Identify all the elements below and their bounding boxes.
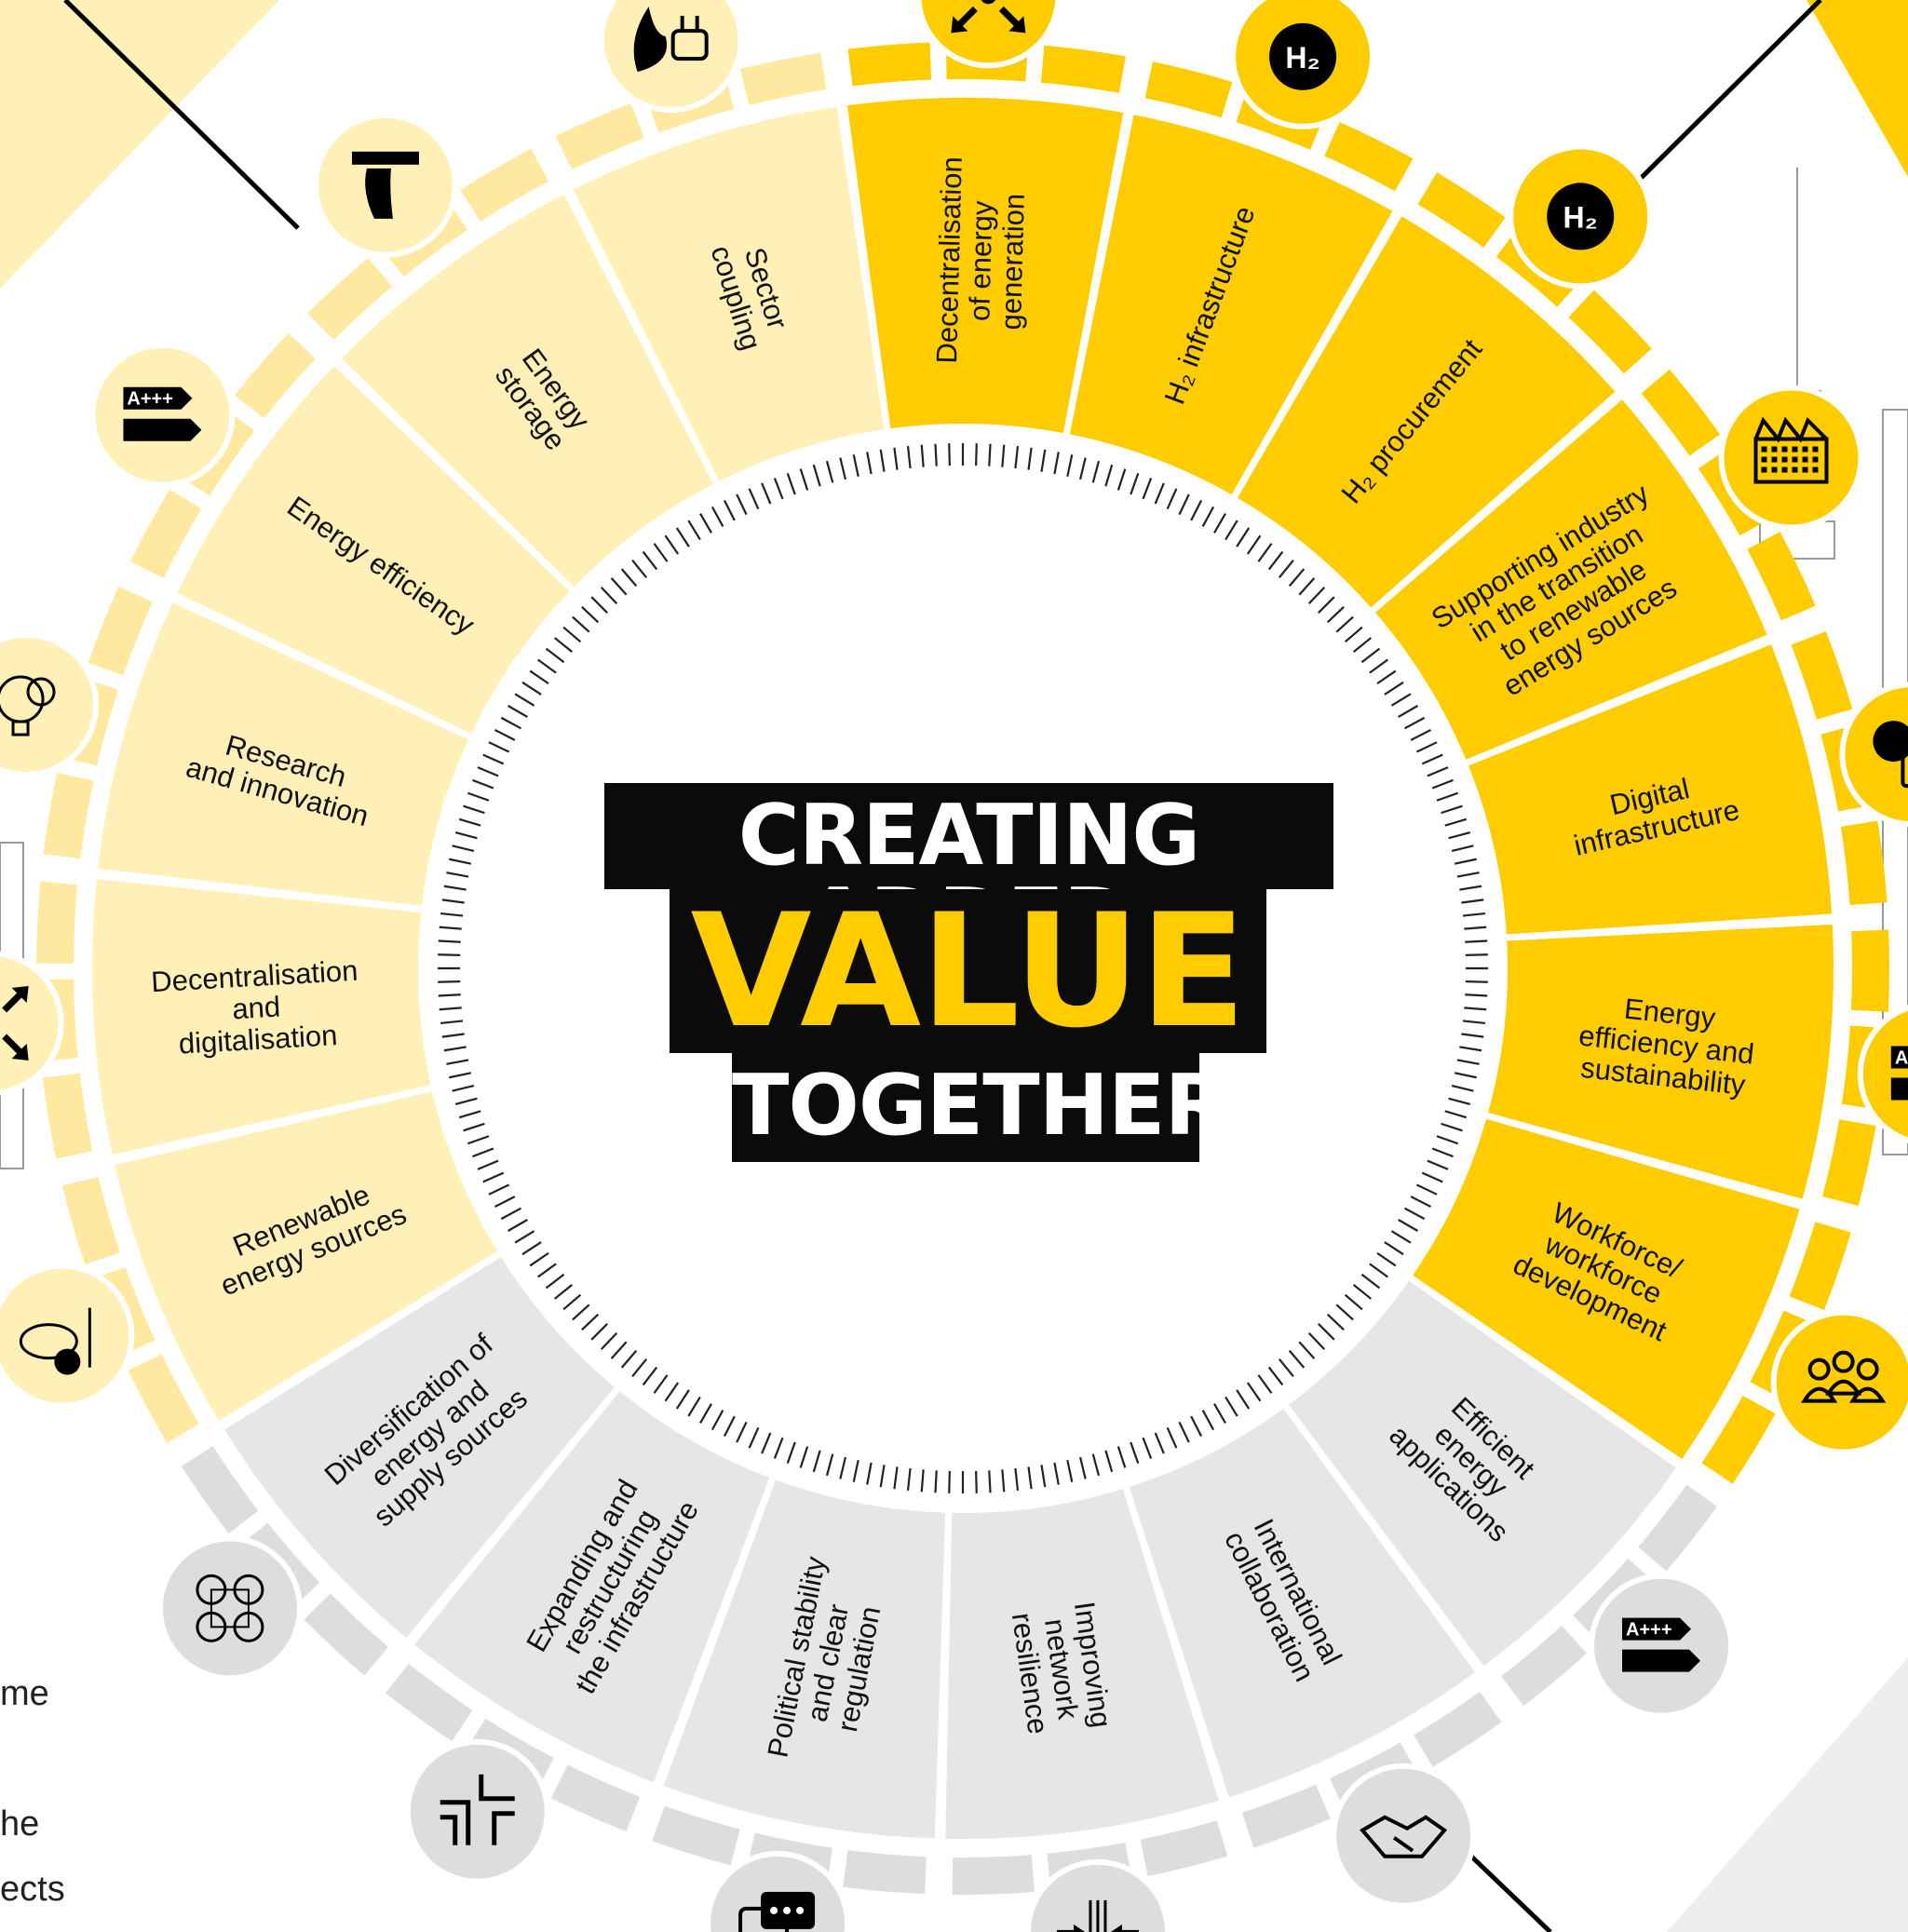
outer-band-block xyxy=(460,148,549,222)
flame-plug-icon xyxy=(598,0,744,114)
outer-band-block xyxy=(1638,1484,1717,1572)
handshake-icon xyxy=(1331,1763,1477,1909)
outer-band-block xyxy=(129,489,202,578)
outer-band-block xyxy=(1641,369,1721,456)
wheel-segment xyxy=(1413,1118,1800,1460)
wheel-segment xyxy=(224,1257,615,1638)
outer-band-block xyxy=(1822,1119,1876,1207)
wheel-segment xyxy=(414,1391,770,1783)
outer-band-block xyxy=(1040,45,1126,93)
outer-band-block xyxy=(304,1593,389,1676)
wheel-segment xyxy=(573,106,885,481)
wheel-segment xyxy=(91,879,431,1155)
outer-band-block xyxy=(952,1855,1035,1895)
wheel-segment xyxy=(98,602,469,906)
segment-label: Improvingnetworkresilience xyxy=(1005,1600,1117,1738)
outer-band-block xyxy=(1324,121,1414,192)
outer-band-block xyxy=(385,1663,473,1742)
wheel-segment xyxy=(177,366,570,734)
side-text-fragment-1: me xyxy=(0,1674,49,1713)
wheel-segment xyxy=(945,1489,1219,1839)
outer-band-block xyxy=(652,1805,740,1866)
innovation-bulb-icon xyxy=(0,632,100,778)
efficiency-label-icon: A+++ xyxy=(1857,1005,1908,1143)
touch-screen-icon xyxy=(1839,682,1908,827)
converging-arrows-icon xyxy=(1024,1858,1171,1932)
outer-band-block xyxy=(550,1764,641,1832)
h2-icon: H₂ xyxy=(1508,143,1654,290)
outer-band-block xyxy=(1840,820,1888,905)
tick-ring xyxy=(438,443,1488,1493)
efficiency-label-icon: A+++ xyxy=(89,342,236,488)
outer-band-block xyxy=(61,1176,121,1265)
outer-band-block xyxy=(1140,1820,1228,1876)
outer-band-block xyxy=(1850,929,1889,1012)
segment-label: Efficientenergyapplications xyxy=(1383,1373,1559,1548)
outer-band-block xyxy=(36,881,78,964)
outer-band-block xyxy=(1417,172,1506,248)
outer-band-block xyxy=(43,773,94,859)
center-disc xyxy=(420,426,1506,1511)
wheel-segment xyxy=(1237,216,1616,608)
outer-band-block xyxy=(42,1073,93,1159)
side-text-fragment-3: ects xyxy=(0,1870,65,1909)
outer-band-block xyxy=(181,1446,259,1533)
outer-band-block xyxy=(1144,61,1233,118)
renewables-icon xyxy=(0,1263,135,1409)
wheel-segment xyxy=(115,1091,498,1421)
svg-text:H₂: H₂ xyxy=(1285,41,1319,74)
outer-band-block xyxy=(555,103,644,170)
efficiency-label-icon: A+++ xyxy=(1589,1573,1735,1719)
svg-text:A+++: A+++ xyxy=(1895,1048,1908,1069)
wheel-segment xyxy=(1069,115,1393,495)
wheel-segment xyxy=(341,194,713,588)
outer-band-block xyxy=(1747,532,1816,621)
side-text-fragment-2: he xyxy=(0,1804,40,1844)
svg-text:H₂: H₂ xyxy=(1563,200,1598,234)
outer-band-block xyxy=(307,258,392,340)
energy-sources-icon xyxy=(156,1535,303,1682)
wheel-segment xyxy=(1468,644,1833,935)
segment-label: Decentralisationanddigitalisation xyxy=(150,954,362,1061)
h2-icon: H₂ xyxy=(1230,0,1376,129)
svg-text:A+++: A+++ xyxy=(1626,1620,1671,1641)
wheel-segment xyxy=(1288,1280,1676,1667)
wheel-segment xyxy=(1374,399,1767,760)
wheel-segment xyxy=(663,1479,946,1839)
outer-band-block xyxy=(843,1849,927,1895)
outer-band-block xyxy=(1500,1626,1587,1707)
wheel-segment xyxy=(846,97,1124,434)
factory-icon xyxy=(1718,385,1864,531)
outer-band-block xyxy=(1701,1395,1776,1484)
svg-text:A+++: A+++ xyxy=(127,389,172,410)
wheel-segment xyxy=(1488,924,1834,1199)
outer-band-block xyxy=(1414,1692,1502,1767)
people-group-icon xyxy=(1770,1309,1908,1455)
wheel-segment xyxy=(1129,1409,1476,1798)
outer-band-block xyxy=(128,1354,199,1443)
outer-band-block xyxy=(1789,1222,1851,1310)
segment-label: Decentralisationof energygeneration xyxy=(930,156,1032,366)
outer-band-block xyxy=(847,42,931,87)
decentralisation-arrows-icon xyxy=(915,0,1062,69)
pipes-icon xyxy=(404,1738,550,1885)
outer-band-block xyxy=(1568,290,1652,374)
outer-band-block xyxy=(739,52,827,105)
outer-band-block xyxy=(235,332,316,419)
energy-storage-icon xyxy=(312,112,458,258)
decentralisation-arrows-icon xyxy=(0,951,64,1096)
chat-bubbles-icon xyxy=(705,1850,851,1932)
outer-band-block xyxy=(1791,631,1853,720)
outer-band-block xyxy=(1241,1784,1331,1848)
outer-band-block xyxy=(88,587,153,676)
